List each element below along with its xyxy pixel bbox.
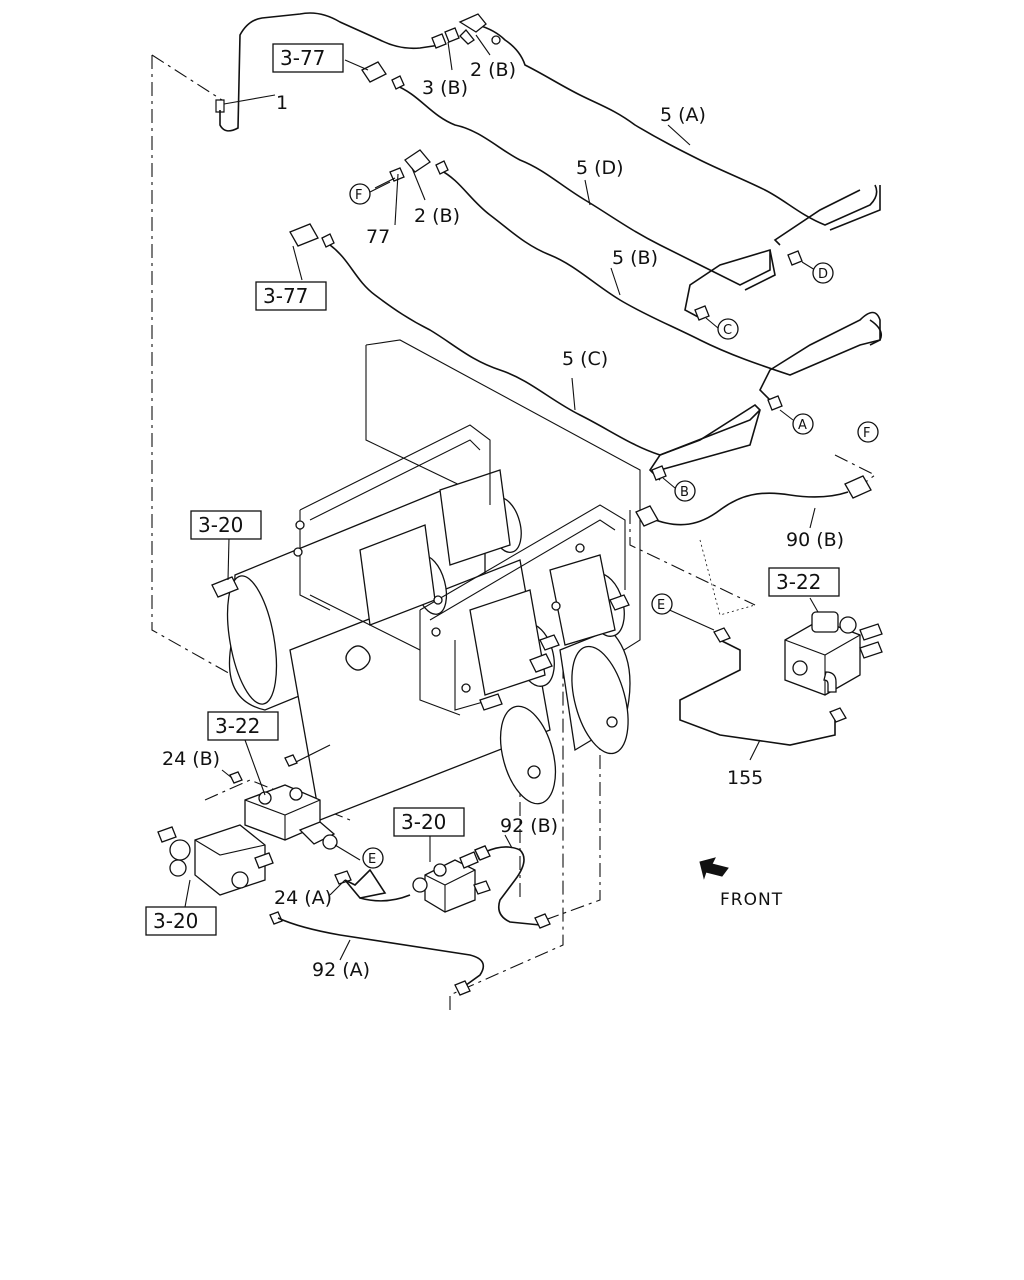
ref-box-3-77-top: 3-77 xyxy=(272,43,344,73)
svg-text:A: A xyxy=(798,418,807,433)
pipe-90b xyxy=(635,475,872,527)
pipe-1 xyxy=(215,12,441,132)
ref-box-3-22-right: 3-22 xyxy=(768,567,840,597)
callout-5d: 5 (D) xyxy=(576,157,624,179)
circle-markers: F D C A B F E E xyxy=(349,181,879,869)
callout-24a: 24 (A) xyxy=(274,887,332,909)
callout-3b: 3 (B) xyxy=(422,77,468,99)
svg-text:3-20: 3-20 xyxy=(153,909,198,933)
callout-1: 1 xyxy=(276,92,288,114)
callout-2b-mid: 2 (B) xyxy=(414,205,460,227)
marker-c: C xyxy=(717,318,739,340)
leader-lines xyxy=(184,34,819,961)
svg-text:B: B xyxy=(680,485,689,500)
pipe-92a xyxy=(277,917,485,996)
valve-assembly-right xyxy=(784,611,883,696)
fitting-group-top xyxy=(361,13,501,90)
callout-5a: 5 (A) xyxy=(660,104,706,126)
ref-box-3-22-low: 3-22 xyxy=(207,711,279,741)
callout-92b: 92 (B) xyxy=(500,815,558,837)
svg-text:E: E xyxy=(368,852,376,867)
pipe-92b xyxy=(474,845,551,929)
pipe-5a xyxy=(477,24,881,246)
pipe-5d xyxy=(394,84,776,319)
svg-text:3-20: 3-20 xyxy=(198,513,243,537)
callout-92a: 92 (A) xyxy=(312,959,370,981)
marker-e-right: E xyxy=(651,593,673,615)
pipe-24a xyxy=(344,868,411,902)
svg-text:3-22: 3-22 xyxy=(776,570,821,594)
marker-e-low: E xyxy=(362,847,384,869)
front-indicator: FRONT xyxy=(699,857,783,910)
pipe-5b xyxy=(439,169,883,406)
marker-a: A xyxy=(792,413,814,435)
front-label: FRONT xyxy=(720,890,783,910)
frame-rail xyxy=(365,339,756,666)
ref-box-3-20-bottom: 3-20 xyxy=(145,906,217,936)
svg-text:E: E xyxy=(657,598,665,613)
callout-5b: 5 (B) xyxy=(612,247,658,269)
fitting-group-mid xyxy=(289,149,449,248)
front-arrow-icon xyxy=(699,857,729,880)
end-fittings xyxy=(651,250,803,481)
air-tank-assembly xyxy=(211,424,631,821)
svg-text:D: D xyxy=(818,267,828,282)
callout-2b-top: 2 (B) xyxy=(470,59,516,81)
svg-text:3-77: 3-77 xyxy=(280,46,325,70)
callouts: 1 2 (B) 3 (B) 5 (A) 5 (D) 2 (B) 77 5 (B)… xyxy=(162,59,844,981)
svg-text:3-22: 3-22 xyxy=(215,714,260,738)
marker-f-right: F xyxy=(857,421,879,443)
callout-5c: 5 (C) xyxy=(562,348,608,370)
callout-90b: 90 (B) xyxy=(786,529,844,551)
callout-155: 155 xyxy=(727,767,763,789)
pipe-155 xyxy=(679,627,847,746)
callout-77: 77 xyxy=(366,226,390,248)
marker-b: B xyxy=(674,480,696,502)
ref-box-3-20-mid: 3-20 xyxy=(393,807,465,837)
pipe-5c xyxy=(329,244,761,481)
marker-d: D xyxy=(812,262,834,284)
ref-box-3-77-mid: 3-77 xyxy=(255,281,327,311)
svg-text:3-77: 3-77 xyxy=(263,284,308,308)
svg-text:F: F xyxy=(863,426,870,441)
ref-box-3-20-left: 3-20 xyxy=(190,510,262,540)
svg-text:F: F xyxy=(355,188,362,203)
callout-24b: 24 (B) xyxy=(162,748,220,770)
svg-text:3-20: 3-20 xyxy=(401,810,446,834)
marker-f-left: F xyxy=(349,183,371,205)
svg-text:C: C xyxy=(723,323,732,338)
valve-cluster-lower-left xyxy=(157,744,352,925)
reference-boxes: 3-77 3-77 3-20 3-22 3-22 3-20 3-20 xyxy=(145,43,840,936)
